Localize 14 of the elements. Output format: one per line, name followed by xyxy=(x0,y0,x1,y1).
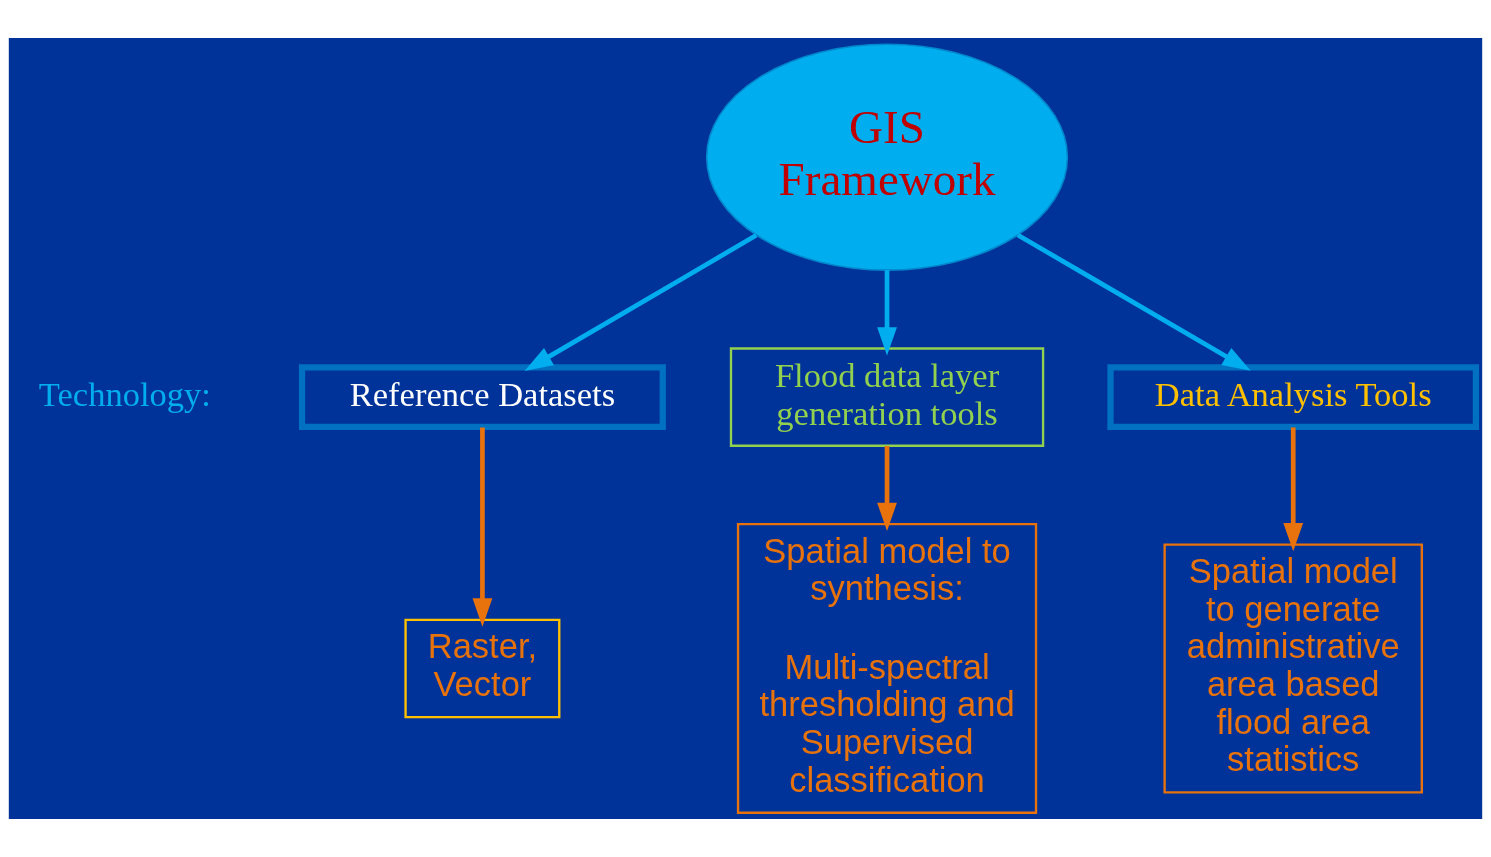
arrow xyxy=(524,233,758,371)
label: Technology: xyxy=(38,374,211,413)
arrow xyxy=(1016,232,1251,371)
node-box: Data Analysis Tools xyxy=(1107,364,1480,431)
arrow xyxy=(877,446,897,531)
node-box: Spatial model to synthesis: Multi-spectral thresholding and Supervised classification xyxy=(736,523,1038,814)
arrow xyxy=(1283,427,1304,552)
node-box: Spatial model to generate administrative area based flood area statistics xyxy=(1163,543,1423,794)
arrow xyxy=(472,427,493,627)
node-box: Reference Datasets xyxy=(298,364,666,431)
node-box: Flood data layer generation tools xyxy=(729,347,1045,447)
node-box: Raster, Vector xyxy=(404,618,561,719)
arrow xyxy=(877,270,897,356)
node-ellipse: GIS Framework xyxy=(705,43,1069,271)
